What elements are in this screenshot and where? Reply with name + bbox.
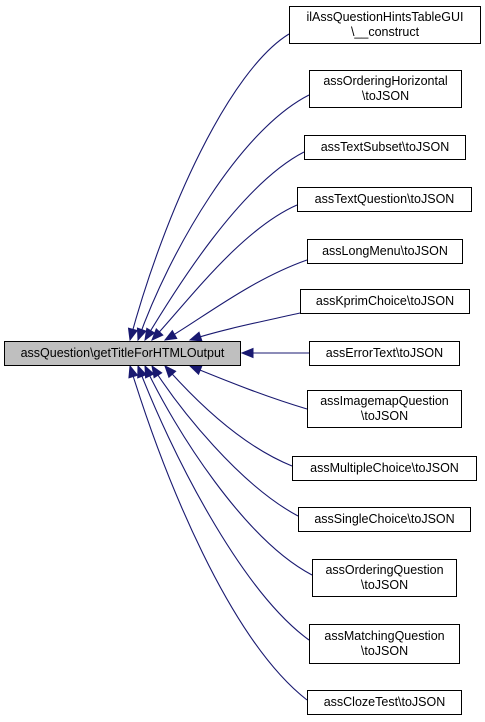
caller-node-assErrorText-toJSON[interactable]: assErrorText\toJSON: [309, 341, 460, 366]
caller-node-label-line1: assOrderingHorizontal: [323, 74, 448, 88]
call-edge-arrowhead: [240, 347, 254, 359]
caller-node-iLAssQuestionHintsTableGUI-construct[interactable]: ilAssQuestionHintsTableGUI \__construct: [289, 6, 481, 44]
call-edge: [144, 365, 313, 576]
call-edge-arrowhead: [163, 329, 178, 341]
caller-node-label-line1: assSingleChoice\toJSON: [314, 512, 455, 526]
call-edge: [129, 33, 290, 341]
caller-node-assOrderingHorizontal-toJSON[interactable]: assOrderingHorizontal \toJSON: [309, 70, 462, 108]
call-edge-arrowhead: [188, 331, 203, 342]
caller-node-label-line1: assImagemapQuestion: [320, 394, 449, 408]
call-edge-arrowhead: [137, 364, 147, 379]
root-function-label: assQuestion\getTitleForHTMLOutput: [20, 346, 225, 360]
caller-node-label-line1: ilAssQuestionHintsTableGUI: [306, 10, 464, 24]
caller-node-assLongMenu-toJSON[interactable]: assLongMenu\toJSON: [307, 239, 463, 264]
caller-node-label-line1: assClozeTest\toJSON: [323, 695, 446, 709]
call-edge-arrowhead: [151, 364, 163, 379]
call-edge: [164, 365, 293, 467]
call-edge: [137, 94, 310, 341]
caller-node-assKprimChoice-toJSON[interactable]: assKprimChoice\toJSON: [300, 289, 470, 314]
caller-node-assMatchingQuestion-toJSON[interactable]: assMatchingQuestion \toJSON: [309, 624, 460, 664]
caller-node-label-line1: assTextQuestion\toJSON: [314, 192, 455, 206]
caller-node-label-line1: assLongMenu\toJSON: [322, 244, 448, 258]
caller-node-assTextSubset-toJSON[interactable]: assTextSubset\toJSON: [304, 135, 466, 160]
caller-node-assMultipleChoice-toJSON[interactable]: assMultipleChoice\toJSON: [292, 456, 477, 481]
call-edge: [151, 204, 298, 341]
caller-node-assClozeTest-toJSON[interactable]: assClozeTest\toJSON: [307, 690, 462, 715]
caller-node-label-line2: \toJSON: [360, 644, 409, 658]
caller-node-assImagemapQuestion-toJSON[interactable]: assImagemapQuestion \toJSON: [307, 390, 462, 428]
call-edge: [164, 259, 308, 341]
call-edge-arrowhead: [136, 327, 147, 342]
caller-node-label-line2: \__construct: [350, 25, 420, 39]
caller-node-label-line1: assOrderingQuestion: [325, 563, 444, 577]
call-edge-arrowhead: [144, 364, 155, 379]
call-edge: [144, 151, 305, 341]
call-edge-arrowhead: [144, 327, 156, 342]
root-function-node[interactable]: assQuestion\getTitleForHTMLOutput: [4, 341, 241, 366]
caller-node-label-line2: \toJSON: [360, 578, 409, 592]
call-edge: [189, 312, 301, 341]
call-edge: [189, 365, 308, 410]
call-edge-arrowhead: [128, 364, 139, 379]
call-edge-arrowhead: [127, 327, 139, 342]
call-edge: [151, 365, 299, 517]
caller-node-assTextQuestion-toJSON[interactable]: assTextQuestion\toJSON: [297, 187, 472, 212]
caller-node-label-line1: assTextSubset\toJSON: [320, 140, 450, 154]
call-edge-arrowhead: [151, 328, 164, 341]
call-edge-arrowhead: [164, 365, 177, 379]
caller-node-assSingleChoice-toJSON[interactable]: assSingleChoice\toJSON: [298, 507, 471, 532]
caller-node-label-line1: assMultipleChoice\toJSON: [310, 461, 459, 475]
call-edge: [137, 365, 310, 641]
caller-node-label-line1: assErrorText\toJSON: [325, 346, 444, 360]
caller-node-label-line1: assKprimChoice\toJSON: [315, 294, 455, 308]
caller-node-assOrderingQuestion-toJSON[interactable]: assOrderingQuestion \toJSON: [312, 559, 457, 597]
caller-node-label-line2: \toJSON: [361, 89, 410, 103]
call-edge-arrowhead: [188, 365, 203, 376]
call-edge: [129, 365, 308, 701]
caller-node-label-line2: \toJSON: [360, 409, 409, 423]
caller-node-label-line1: assMatchingQuestion: [324, 629, 445, 643]
